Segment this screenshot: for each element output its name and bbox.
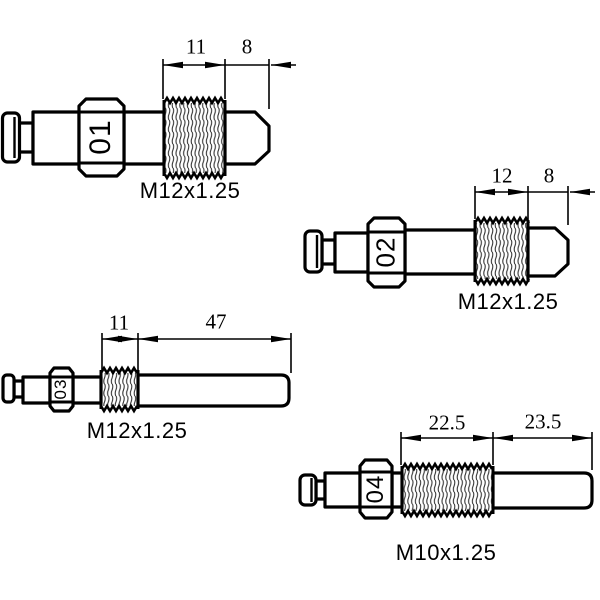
adapter-04-figure xyxy=(298,432,594,520)
adapter-01-part-number: 01 xyxy=(84,119,117,155)
adapter-04-dimension-lines xyxy=(400,432,593,470)
body-cylinder xyxy=(31,110,81,166)
adapter-03-thread-length-label: 11 xyxy=(108,310,130,335)
thread-crest-bottom xyxy=(400,508,494,519)
hex-facet-lines xyxy=(368,230,405,275)
body-cylinder xyxy=(323,471,362,509)
adapter-01-tip-length-label: 8 xyxy=(241,34,253,59)
adapter-03-part-number: 03 xyxy=(51,378,70,400)
thread-crest-bottom xyxy=(473,276,531,287)
adapter-02-thread-length-label: 12 xyxy=(491,163,513,188)
adapter-04-part-number: 04 xyxy=(362,474,389,504)
adapter-04-thread-length-label: 22.5 xyxy=(428,410,466,435)
thread-crest-top xyxy=(473,215,531,226)
adapter-03-figure xyxy=(1,333,292,414)
thread-section xyxy=(101,373,138,406)
hex-nut xyxy=(358,458,394,520)
adapter-02-dimension-lines xyxy=(474,186,595,225)
hex-nut xyxy=(48,366,75,413)
probe-tip xyxy=(526,226,570,278)
adapter-01-thread-length-label: 11 xyxy=(185,34,207,59)
adapter-03-dimension-lines xyxy=(101,333,292,373)
probe-tip xyxy=(223,110,271,166)
thread-crest-bottom xyxy=(162,170,226,181)
thread-crest-top xyxy=(162,95,226,106)
hex-nut xyxy=(77,97,126,178)
connector-neck xyxy=(320,238,337,266)
adapter-04-rod-length-label: 23.5 xyxy=(524,409,562,434)
thread-crest-top xyxy=(99,365,139,376)
thread-section xyxy=(402,469,493,511)
adapter-02-part-number: 02 xyxy=(370,236,401,268)
adapter-01-thread-spec-label: M12x1.25 xyxy=(139,178,241,203)
thread-section xyxy=(475,223,528,279)
thread-crest-bottom xyxy=(99,403,139,414)
adapter-03-thread-spec-label: M12x1.25 xyxy=(86,418,188,443)
adapter-02-tip-length-label: 8 xyxy=(543,163,555,188)
adapter-02-figure xyxy=(303,186,595,289)
body-cylinder xyxy=(21,375,52,405)
adapter-01-dimension-lines xyxy=(162,59,296,109)
adapter-04-thread-spec-label: M10x1.25 xyxy=(395,540,497,565)
adapter-01-figure xyxy=(0,59,296,181)
body-cylinder xyxy=(333,231,370,274)
connector-cap xyxy=(1,373,16,404)
connector-cap xyxy=(0,111,22,164)
shaft xyxy=(122,110,166,166)
connector-cap xyxy=(303,229,324,274)
shaft xyxy=(71,375,103,405)
hex-nut xyxy=(366,216,407,289)
shaft xyxy=(403,228,477,276)
hex-facet-lines xyxy=(50,375,73,404)
adapter-03-rod-length-label: 47 xyxy=(205,309,227,334)
long-rod xyxy=(136,373,291,408)
hex-facet-lines xyxy=(79,110,124,165)
hex-facet-lines xyxy=(360,470,392,509)
adapter-02-thread-spec-label: M12x1.25 xyxy=(457,289,559,314)
long-rod xyxy=(491,471,594,510)
thread-section xyxy=(164,103,225,173)
connector-cap xyxy=(298,473,318,507)
thread-crest-top xyxy=(400,461,494,472)
